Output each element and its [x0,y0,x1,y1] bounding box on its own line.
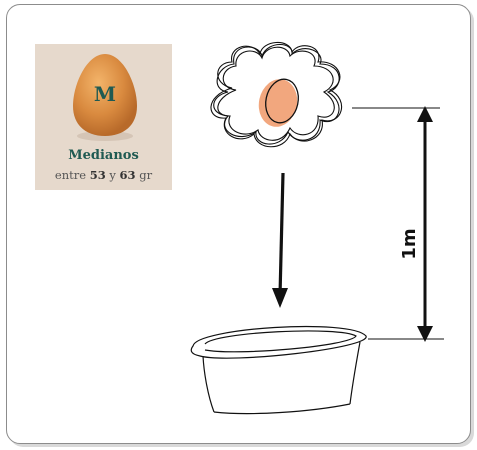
distance-arrow-head-bottom [417,326,433,342]
fall-arrow-shaft [280,173,283,296]
distance-label: 1m [389,231,429,257]
fall-arrow-head [272,288,288,308]
bowl [191,327,366,414]
